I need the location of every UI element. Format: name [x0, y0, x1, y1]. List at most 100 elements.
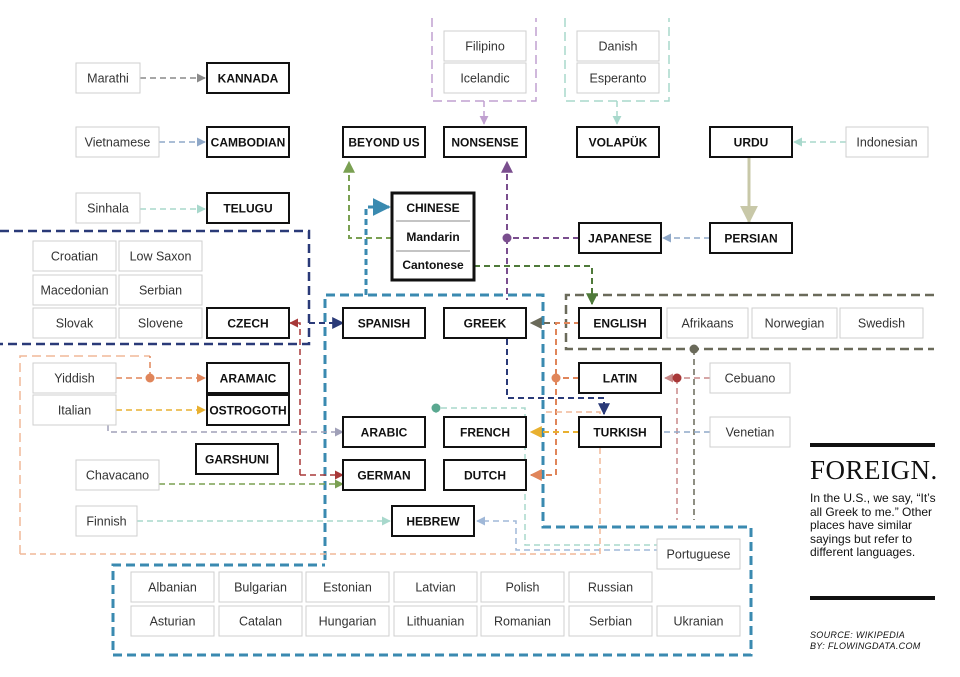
source-box-bulgarian[interactable]: Bulgarian	[218, 571, 303, 603]
source-box-filipino[interactable]: Filipino	[443, 30, 527, 62]
source-box-finnish[interactable]: Finnish	[75, 505, 138, 537]
source-box-albanian[interactable]: Albanian	[130, 571, 215, 603]
box-label: URDU	[734, 136, 769, 150]
box-frame	[656, 538, 741, 570]
byline: BY: FLOWINGDATA.COM	[810, 641, 921, 651]
box-frame	[578, 222, 662, 254]
box-label: Swedish	[858, 317, 905, 331]
box-label: Asturian	[150, 615, 196, 629]
arrow-japanese-nonsense	[501, 160, 579, 239]
target-box-spanish[interactable]: SPANISH	[342, 307, 426, 339]
box-label: CAMBODIAN	[211, 136, 286, 150]
box-frame	[206, 362, 290, 394]
target-box-french[interactable]: FRENCH	[443, 416, 527, 448]
source-box-polish[interactable]: Polish	[480, 571, 565, 603]
target-box-persian[interactable]: PERSIAN	[709, 222, 793, 254]
source-box-catalan[interactable]: Catalan	[218, 605, 303, 637]
source-box-ukranian[interactable]: Ukranian	[656, 605, 741, 637]
target-box-german[interactable]: GERMAN	[342, 459, 426, 491]
source-box-esperanto[interactable]: Esperanto	[576, 62, 660, 94]
arrow-blue-chinese	[364, 198, 391, 295]
target-box-latin[interactable]: LATIN	[578, 362, 662, 394]
box-label: Norwegian	[765, 317, 825, 331]
target-box-nonsense[interactable]: NONSENSE	[443, 126, 527, 158]
box-frame	[480, 571, 565, 603]
target-box-telugu[interactable]: TELUGU	[206, 192, 290, 224]
target-box-arabic[interactable]: ARABIC	[342, 416, 426, 448]
source-box-macedonian[interactable]: Macedonian	[32, 274, 117, 306]
source-box-yiddish[interactable]: Yiddish	[32, 362, 117, 394]
target-box-greek[interactable]: GREEK	[443, 307, 527, 339]
box-frame	[443, 30, 527, 62]
source-box-asturian[interactable]: Asturian	[130, 605, 215, 637]
target-box-urdu[interactable]: URDU	[709, 126, 793, 158]
title-rule-top	[810, 443, 935, 447]
source-box-hungarian[interactable]: Hungarian	[305, 605, 390, 637]
box-frame	[118, 240, 203, 272]
box-frame	[391, 505, 475, 537]
target-box-english[interactable]: ENGLISH	[578, 307, 662, 339]
target-box-beyondus[interactable]: BEYOND US	[342, 126, 426, 158]
source-box-romanian[interactable]: Romanian	[480, 605, 565, 637]
box-label: Bulgarian	[234, 581, 287, 595]
target-box-hebrew[interactable]: HEBREW	[391, 505, 475, 537]
box-label: Venetian	[726, 426, 775, 440]
source-box-croatian[interactable]: Croatian	[32, 240, 117, 272]
target-box-volapuk[interactable]: VOLAPÜK	[576, 126, 660, 158]
source-box-afrikaans[interactable]: Afrikaans	[666, 307, 749, 339]
target-box-cambodian[interactable]: CAMBODIAN	[206, 126, 290, 158]
source-box-cebuano[interactable]: Cebuano	[709, 362, 791, 394]
box-frame	[32, 362, 117, 394]
source-box-russian[interactable]: Russian	[568, 571, 653, 603]
source-box-latvian[interactable]: Latvian	[393, 571, 478, 603]
source-box-estonian[interactable]: Estonian	[305, 571, 390, 603]
target-box-turkish[interactable]: TURKISH	[578, 416, 662, 448]
source-box-slovak[interactable]: Slovak	[32, 307, 117, 339]
target-box-czech[interactable]: CZECH	[206, 307, 290, 339]
box-label: DUTCH	[464, 469, 506, 483]
box-frame	[443, 416, 527, 448]
target-box-dutch[interactable]: DUTCH	[443, 459, 527, 491]
chinese-label: CHINESE	[406, 201, 459, 215]
box-frame	[32, 307, 117, 339]
source-box-chavacano[interactable]: Chavacano	[75, 459, 160, 491]
source-box-portuguese[interactable]: Portuguese	[656, 538, 741, 570]
source-box-slovene[interactable]: Slovene	[118, 307, 203, 339]
source-box-serbian1[interactable]: Serbian	[118, 274, 203, 306]
target-box-japanese[interactable]: JAPANESE	[578, 222, 662, 254]
source-box-lowsaxon[interactable]: Low Saxon	[118, 240, 203, 272]
source-box-sinhala[interactable]: Sinhala	[75, 192, 141, 224]
source-box-icelandic[interactable]: Icelandic	[443, 62, 527, 94]
box-frame	[666, 307, 749, 339]
source-box-vietnamese[interactable]: Vietnamese	[75, 126, 160, 158]
target-box-kannada[interactable]: KANNADA	[206, 62, 290, 94]
chinese-group[interactable]: CHINESE Mandarin Cantonese	[390, 191, 476, 282]
box-frame	[130, 571, 215, 603]
source-box-swedish[interactable]: Swedish	[839, 307, 924, 339]
mandarin-label: Mandarin	[406, 230, 459, 244]
target-box-aramaic[interactable]: ARAMAIC	[206, 362, 290, 394]
source-box-italian[interactable]: Italian	[32, 394, 117, 426]
box-label: Sinhala	[87, 202, 129, 216]
source-box-lithuanian[interactable]: Lithuanian	[393, 605, 478, 637]
box-label: Icelandic	[460, 72, 509, 86]
source-box-indonesian[interactable]: Indonesian	[845, 126, 929, 158]
box-label: Chavacano	[86, 469, 149, 483]
source-box-venetian[interactable]: Venetian	[709, 416, 791, 448]
box-frame	[578, 362, 662, 394]
source-box-danish[interactable]: Danish	[576, 30, 660, 62]
target-box-ostrogoth[interactable]: OSTROGOTH	[206, 394, 290, 426]
box-frame	[576, 62, 660, 94]
box-frame	[75, 62, 141, 94]
source-box-serbian2[interactable]: Serbian	[568, 605, 653, 637]
source-box-marathi[interactable]: Marathi	[75, 62, 141, 94]
box-frame	[75, 505, 138, 537]
title-rule-bottom	[810, 596, 935, 600]
box-frame	[443, 126, 527, 158]
target-box-garshuni[interactable]: GARSHUNI	[195, 443, 279, 475]
box-frame	[709, 126, 793, 158]
box-label: Serbian	[139, 284, 182, 298]
source-box-norwegian[interactable]: Norwegian	[751, 307, 838, 339]
box-label: ENGLISH	[593, 317, 646, 331]
